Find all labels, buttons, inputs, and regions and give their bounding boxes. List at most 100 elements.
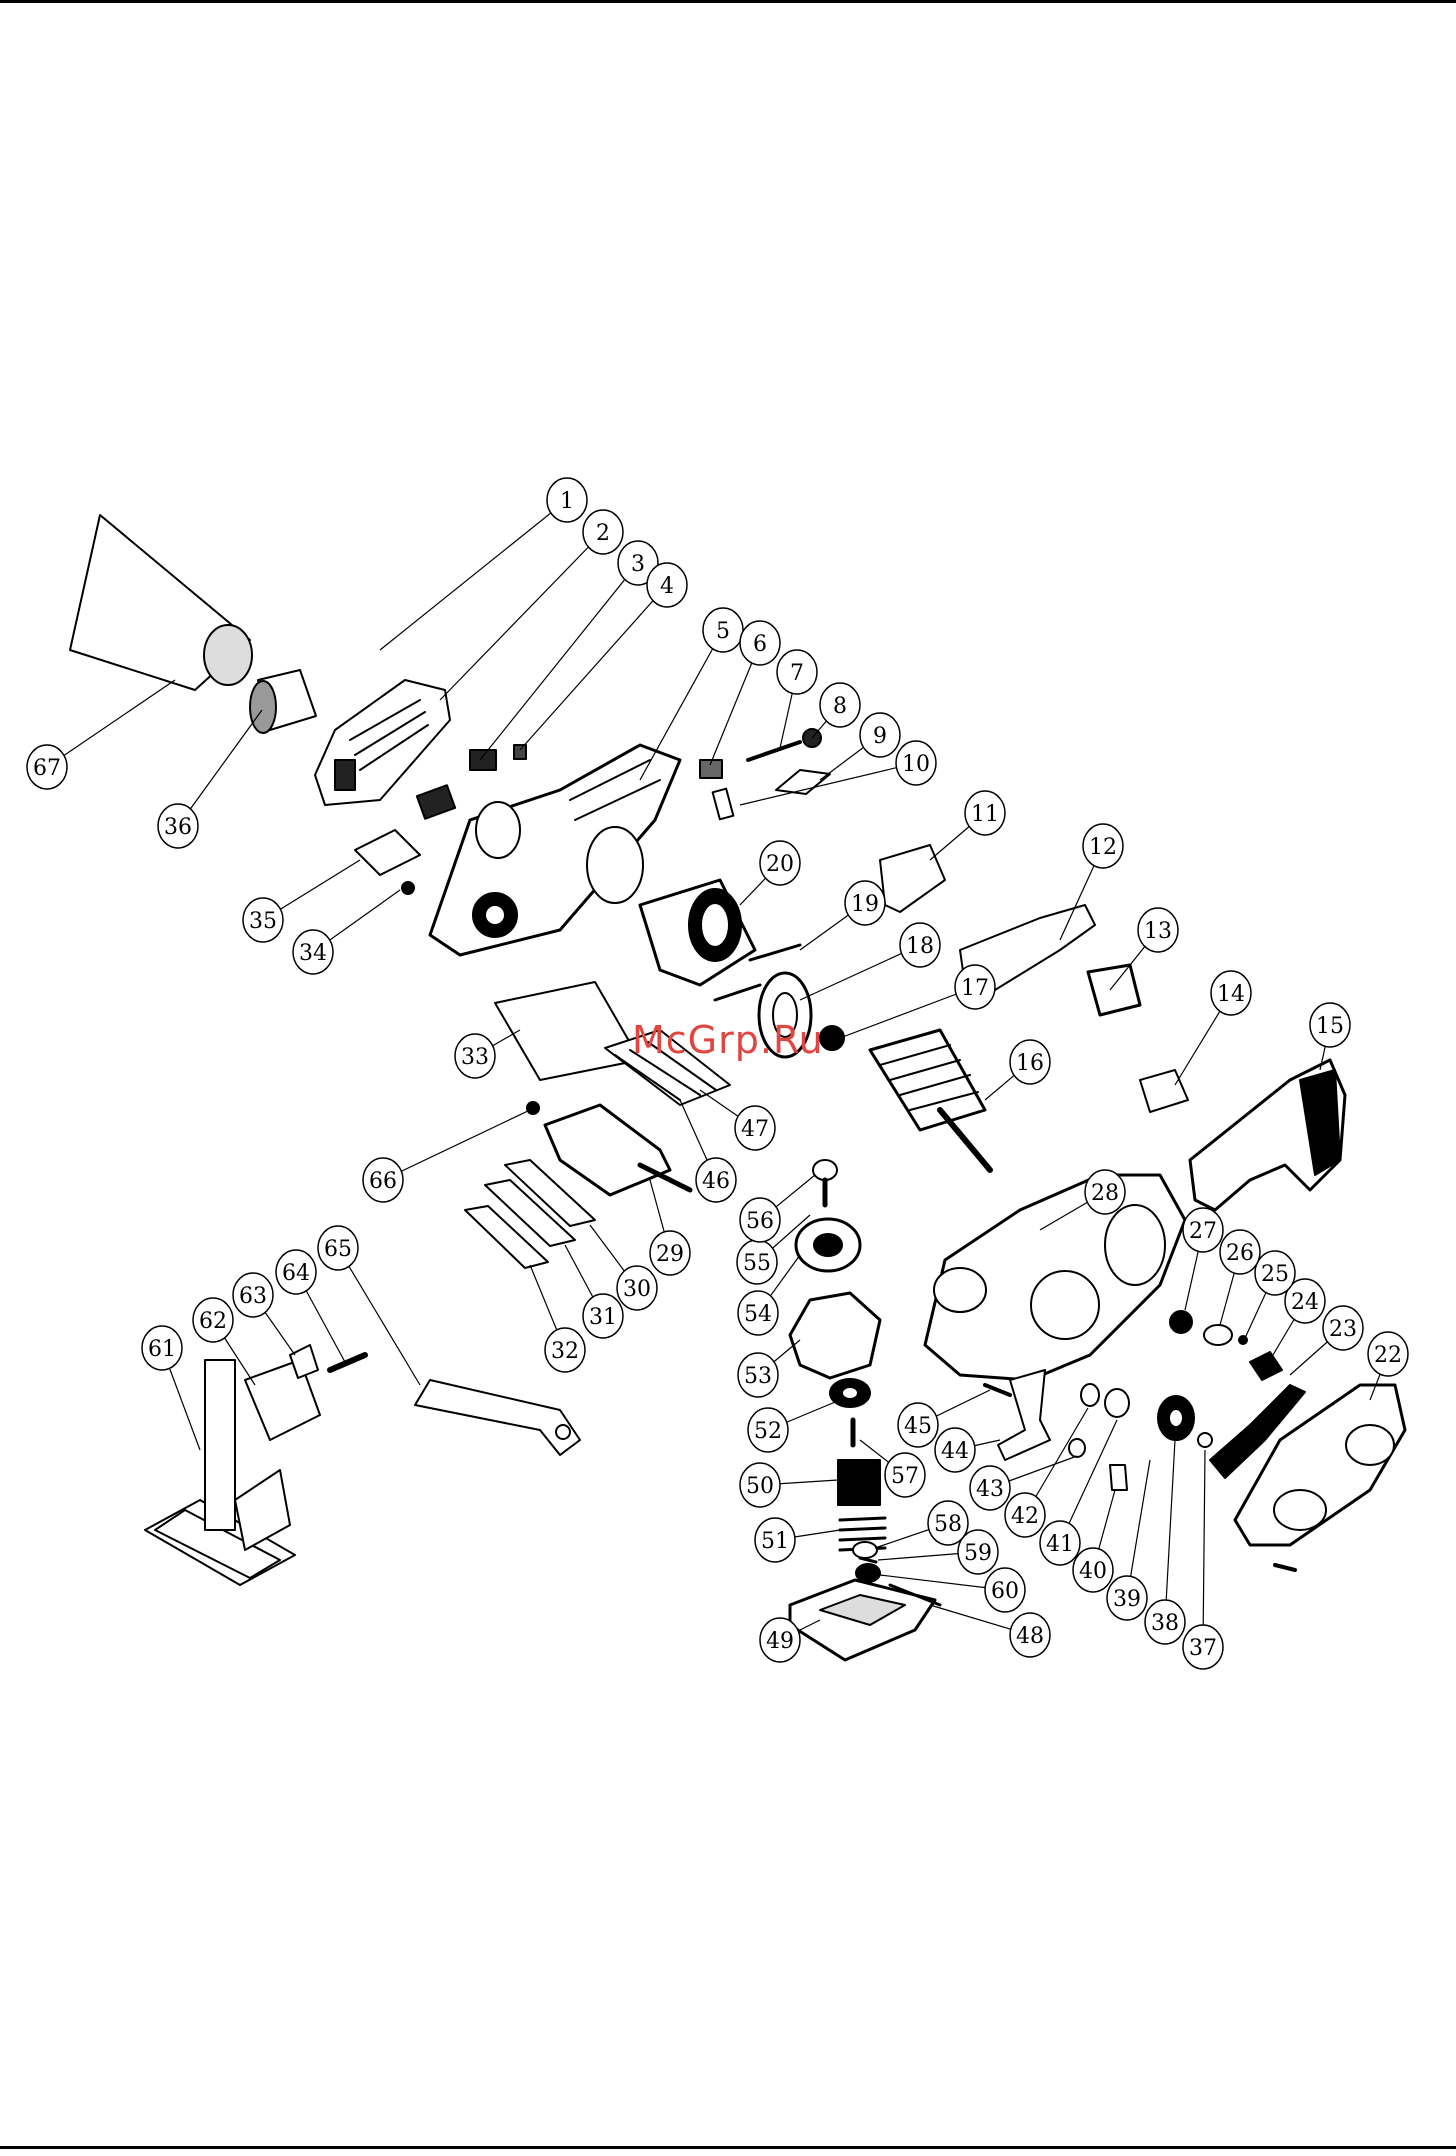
callout-36: 36 xyxy=(158,804,198,848)
part-64-bolt xyxy=(330,1355,365,1370)
callout-45: 45 xyxy=(898,1403,938,1447)
callout-label-40: 40 xyxy=(1079,1559,1107,1584)
part-22-cover xyxy=(1235,1385,1405,1545)
callout-34: 34 xyxy=(293,930,333,974)
leader-line-67 xyxy=(47,680,175,767)
callout-8: 8 xyxy=(820,683,860,727)
callout-label-46: 46 xyxy=(702,1169,730,1194)
callout-label-7: 7 xyxy=(790,661,804,686)
callout-32: 32 xyxy=(545,1328,585,1372)
callout-label-63: 63 xyxy=(239,1284,267,1309)
leader-line-2 xyxy=(440,532,603,700)
callout-65: 65 xyxy=(318,1226,358,1270)
leader-line-3 xyxy=(480,563,638,760)
part-66-screw xyxy=(527,1102,539,1114)
part-67-dust-funnel xyxy=(70,515,252,690)
part-56-screw xyxy=(813,1160,837,1205)
callout-15: 15 xyxy=(1310,1003,1350,1047)
part-19-screw-a xyxy=(750,945,800,960)
callout-7: 7 xyxy=(777,650,817,694)
callout-12: 12 xyxy=(1083,824,1123,868)
callout-5: 5 xyxy=(703,608,743,652)
callout-label-4: 4 xyxy=(660,574,674,599)
part-36-adapter xyxy=(250,670,316,733)
callout-61: 61 xyxy=(142,1326,182,1370)
callout-label-65: 65 xyxy=(324,1237,352,1262)
part-28-body xyxy=(925,1175,1185,1380)
callout-29: 29 xyxy=(650,1231,690,1275)
leader-line-38 xyxy=(1165,1440,1175,1622)
part-29-cutter-drum xyxy=(545,1105,690,1195)
callout-11: 11 xyxy=(965,791,1005,835)
callout-44: 44 xyxy=(935,1428,975,1472)
callout-48: 48 xyxy=(1010,1613,1050,1657)
part-33-sheet xyxy=(495,982,640,1080)
callout-label-43: 43 xyxy=(976,1477,1004,1502)
callout-label-54: 54 xyxy=(744,1302,772,1327)
callout-label-33: 33 xyxy=(461,1045,489,1070)
callout-17: 17 xyxy=(955,965,995,1009)
callout-50: 50 xyxy=(740,1463,780,1507)
callout-label-49: 49 xyxy=(766,1629,794,1654)
callout-43: 43 xyxy=(970,1466,1010,1510)
callout-49: 49 xyxy=(760,1618,800,1662)
callout-label-56: 56 xyxy=(746,1209,774,1234)
part-58-washer xyxy=(853,1542,877,1558)
part-16-armature xyxy=(870,1030,990,1170)
callout-label-57: 57 xyxy=(891,1464,919,1489)
callout-39: 39 xyxy=(1107,1576,1147,1620)
callout-22: 22 xyxy=(1368,1332,1408,1376)
callout-label-32: 32 xyxy=(551,1339,579,1364)
callout-label-61: 61 xyxy=(148,1337,176,1362)
callout-label-10: 10 xyxy=(902,752,930,777)
callout-30: 30 xyxy=(617,1266,657,1310)
callout-label-16: 16 xyxy=(1016,1051,1044,1076)
callout-54: 54 xyxy=(738,1291,778,1335)
callout-label-1: 1 xyxy=(560,489,574,514)
callout-47: 47 xyxy=(735,1106,775,1150)
callout-35: 35 xyxy=(243,898,283,942)
callout-28: 28 xyxy=(1085,1170,1125,1214)
callout-label-27: 27 xyxy=(1189,1219,1217,1244)
callout-label-25: 25 xyxy=(1261,1262,1289,1287)
part-4-block xyxy=(514,745,526,759)
callout-4: 4 xyxy=(647,563,687,607)
callout-label-58: 58 xyxy=(934,1512,962,1537)
callout-label-38: 38 xyxy=(1151,1611,1179,1636)
callout-label-39: 39 xyxy=(1113,1587,1141,1612)
part-20-stator xyxy=(640,880,755,985)
callout-27: 27 xyxy=(1183,1208,1223,1252)
callout-1: 1 xyxy=(547,478,587,522)
watermark: McGrp.Ru xyxy=(632,1018,824,1062)
callout-64: 64 xyxy=(276,1250,316,1294)
callout-label-6: 6 xyxy=(753,632,767,657)
callout-label-41: 41 xyxy=(1046,1532,1074,1557)
part-43-nut xyxy=(1069,1439,1085,1457)
part-3-block xyxy=(470,750,496,770)
part-34-spring xyxy=(402,882,414,894)
callout-31: 31 xyxy=(583,1294,623,1338)
part-24-gear xyxy=(1250,1352,1282,1380)
part-65-wrench xyxy=(415,1380,580,1455)
callout-label-36: 36 xyxy=(164,815,192,840)
part-44-depth-bracket xyxy=(998,1370,1050,1460)
part-53-dial xyxy=(790,1293,880,1378)
callout-label-48: 48 xyxy=(1016,1624,1044,1649)
callout-6: 6 xyxy=(740,621,780,665)
leader-line-37 xyxy=(1203,1450,1205,1647)
part-19-screw-b xyxy=(715,985,760,1000)
part-15-handle xyxy=(1190,1060,1345,1210)
callout-label-44: 44 xyxy=(941,1439,969,1464)
part-41-ring xyxy=(1105,1389,1129,1417)
callout-label-22: 22 xyxy=(1374,1343,1402,1368)
callout-label-29: 29 xyxy=(656,1242,684,1267)
callout-label-26: 26 xyxy=(1226,1241,1254,1266)
leader-line-10 xyxy=(740,763,916,805)
callout-label-17: 17 xyxy=(961,976,989,1001)
callout-label-3: 3 xyxy=(631,552,645,577)
callout-label-42: 42 xyxy=(1011,1504,1039,1529)
callout-53: 53 xyxy=(738,1353,778,1397)
callout-label-34: 34 xyxy=(299,941,327,966)
callout-label-51: 51 xyxy=(761,1529,789,1554)
callout-56: 56 xyxy=(740,1198,780,1242)
